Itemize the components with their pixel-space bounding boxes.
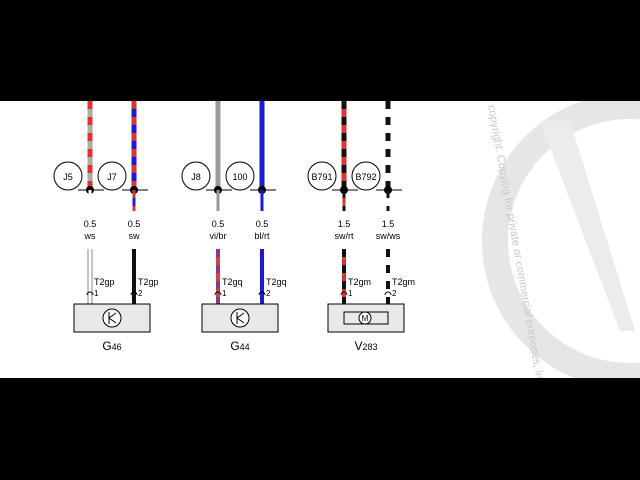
connector-circle <box>307 161 337 191</box>
pin-arc <box>384 291 392 296</box>
wire-color-code: bl/rt <box>254 231 270 241</box>
pin-arc <box>130 291 138 296</box>
pin-arc <box>258 291 266 296</box>
pin-number: 2 <box>392 289 397 298</box>
pin-number: 2 <box>266 289 271 298</box>
wire-color-code: sw/rt <box>335 231 354 241</box>
pin-block-label: T2gq <box>266 277 287 287</box>
component-label: V283 <box>354 339 377 353</box>
motor-letter: M <box>362 314 369 323</box>
pin-number: 1 <box>222 289 227 298</box>
connector-circle <box>225 161 255 191</box>
wire-color-code: sw/ws <box>376 231 401 241</box>
sensor-symbol-line <box>108 317 117 324</box>
wire-gauge: 1.5 <box>338 219 351 229</box>
connector-label: J8 <box>191 172 201 182</box>
motor-icon <box>358 311 372 325</box>
connector-label: J5 <box>63 172 73 182</box>
pin-block-label: T2gp <box>138 277 159 287</box>
pin-block-label: T2gq <box>222 277 243 287</box>
pin-number: 2 <box>138 289 143 298</box>
connector-circle <box>53 161 83 191</box>
sensor-icon <box>230 308 250 328</box>
component-label: G46 <box>102 339 121 353</box>
connector-label: B791 <box>311 172 332 182</box>
connector-circle <box>181 161 211 191</box>
connector-label: B792 <box>355 172 376 182</box>
connector-label: J7 <box>107 172 117 182</box>
wire-color-code: vi/br <box>209 231 226 241</box>
sensor-symbol-line <box>108 312 117 319</box>
pin-arc <box>340 291 348 296</box>
pin-number: 1 <box>348 289 353 298</box>
pin-number: 1 <box>94 289 99 298</box>
connector-label: 100 <box>232 172 247 182</box>
watermark-logo <box>482 101 640 378</box>
connector-circle <box>351 161 381 191</box>
wire-gauge: 1.5 <box>382 219 395 229</box>
sensor-symbol-line <box>236 312 245 319</box>
wire-gauge: 0.5 <box>128 219 141 229</box>
pin-arc <box>214 291 222 296</box>
sensor-symbol-line <box>236 317 245 324</box>
wiring-diagram: copyright. Copying for private or commer… <box>0 101 640 378</box>
wire-color-code: ws <box>84 231 96 241</box>
wire-gauge: 0.5 <box>84 219 97 229</box>
pin-block-label: T2gp <box>94 277 115 287</box>
pin-block-label: T2gm <box>392 277 415 287</box>
component-label: G44 <box>230 339 249 353</box>
pin-arc <box>86 291 94 296</box>
connector-circle <box>97 161 127 191</box>
sensor-icon <box>102 308 122 328</box>
pin-block-label: T2gm <box>348 277 371 287</box>
wire-gauge: 0.5 <box>212 219 225 229</box>
wire-gauge: 0.5 <box>256 219 269 229</box>
wire-color-code: sw <box>129 231 141 241</box>
